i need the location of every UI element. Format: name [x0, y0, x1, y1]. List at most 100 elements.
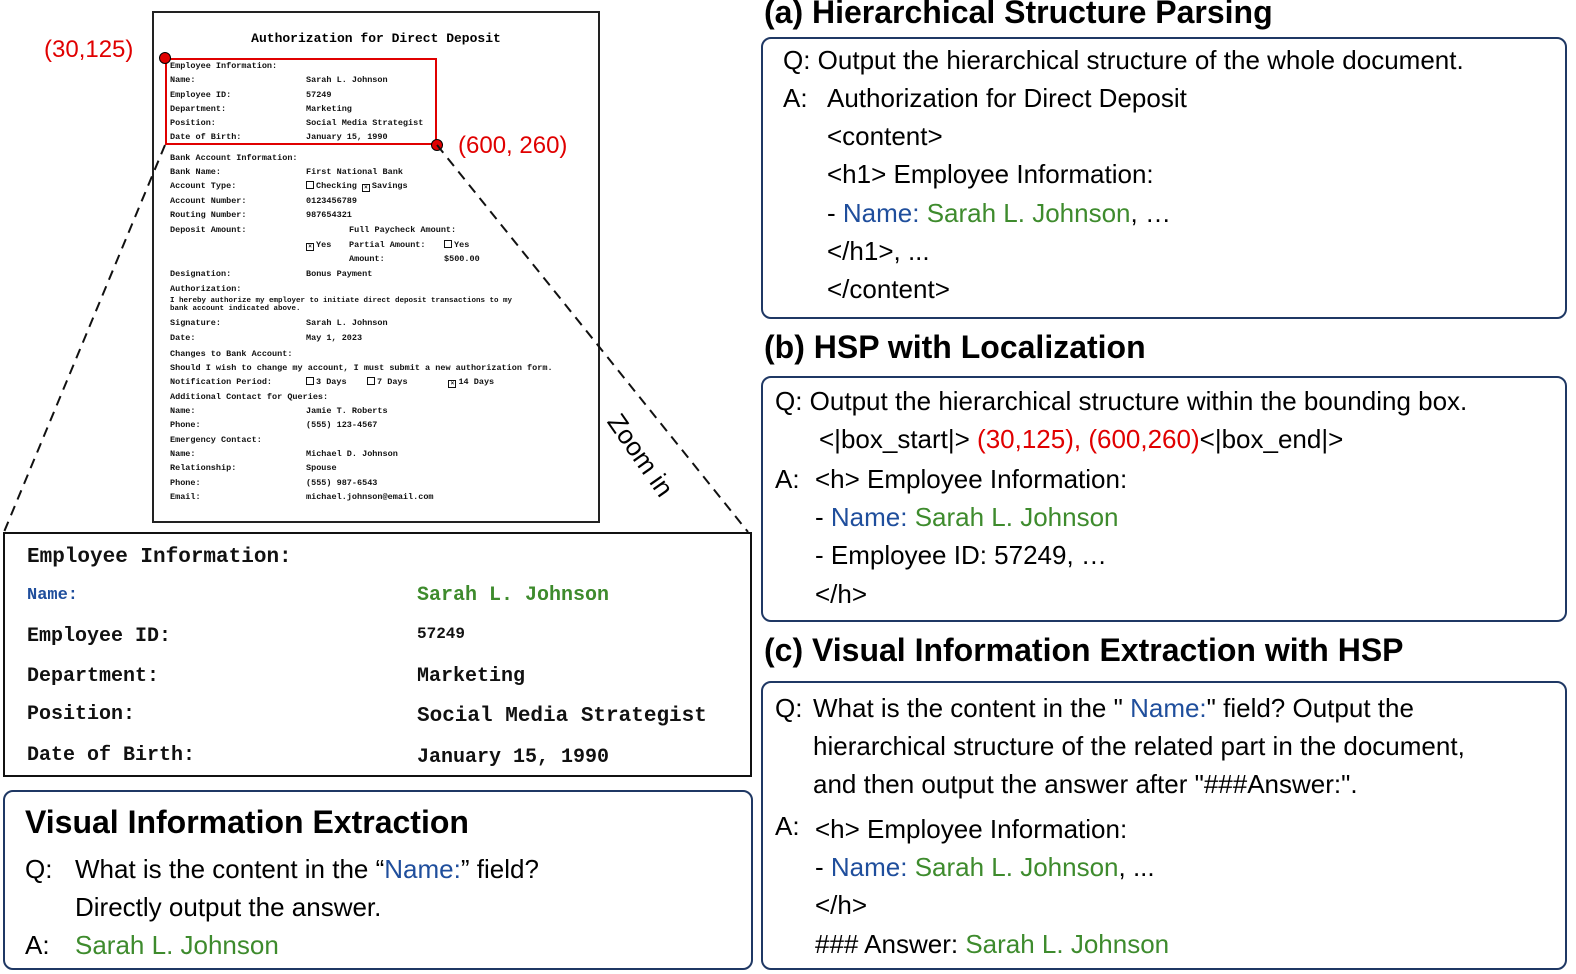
zoom-label: Department:	[27, 665, 160, 688]
doc-value: Checking	[316, 181, 357, 191]
checked-box-icon: ×	[361, 184, 370, 192]
panel-c-question-line2: hierarchical structure of the related pa…	[813, 731, 1465, 761]
doc-value: 3 Days	[316, 377, 347, 387]
document-thumbnail: Authorization for Direct Deposit Employe…	[152, 11, 600, 523]
question-text: " field? Output the	[1206, 693, 1414, 723]
panel-c-line: </h>	[815, 890, 868, 920]
checkbox-icon	[306, 181, 314, 189]
zoom-label: Position:	[27, 703, 136, 726]
panel-c-name-line: - Name: Sarah L. Johnson, ...	[815, 852, 1155, 883]
doc-label: Name:	[170, 406, 196, 416]
panel-c-question-line1: What is the content in the " Name:" fiel…	[813, 693, 1414, 724]
panel-a-line: </content>	[827, 274, 950, 304]
doc-value: Yes	[316, 240, 332, 250]
doc-value: michael.johnson@email.com	[306, 492, 434, 502]
zoom-label-name: Name:	[27, 586, 79, 605]
vie-q-prefix: Q:	[25, 854, 53, 884]
panel-b: Q: Output the hierarchical structure wit…	[761, 376, 1567, 622]
doc-paragraph: Should I wish to change my account, I mu…	[170, 363, 553, 373]
doc-label: Routing Number:	[170, 210, 247, 220]
doc-value: Partial Amount:	[349, 240, 426, 250]
doc-value: Michael D. Johnson	[306, 449, 398, 459]
name-value: Sarah L. Johnson	[914, 502, 1119, 532]
doc-value: $500.00	[444, 254, 480, 264]
panel-c-answer-line: ### Answer: Sarah L. Johnson	[815, 929, 1169, 960]
box-coords: (30,125), (600,260)	[977, 424, 1200, 454]
doc-value: 14 Days	[458, 377, 495, 387]
checked-box-icon: ×	[306, 243, 314, 251]
vie-a-prefix: A:	[25, 930, 50, 960]
doc-value: Yes	[444, 240, 469, 250]
panel-c-question-line3: and then output the answer after "###Ans…	[813, 769, 1358, 799]
vie-field-name: Name:	[384, 854, 461, 884]
doc-value: (555) 123-4567	[306, 420, 378, 430]
doc-label: Name:	[170, 75, 196, 85]
zoom-label: Date of Birth:	[27, 744, 196, 767]
doc-paragraph: bank account indicated above.	[170, 305, 301, 313]
doc-value: Spouse	[306, 463, 337, 473]
name-value: Sarah L. Johnson	[926, 198, 1131, 228]
doc-label: Date:	[170, 333, 196, 343]
name-label: Name:	[842, 198, 920, 228]
doc-label: Relationship:	[170, 463, 237, 473]
top-left-coordinate: (30,125)	[44, 36, 134, 63]
doc-label: Name:	[170, 449, 196, 459]
doc-label: Emergency Contact:	[170, 435, 262, 445]
panel-b-box-line: <|box_start|> (30,125), (600,260)<|box_e…	[819, 424, 1343, 455]
doc-value: May 1, 2023	[306, 333, 363, 343]
zoom-value: Social Media Strategist	[417, 705, 707, 728]
zoom-heading: Employee Information:	[27, 546, 292, 569]
dash: -	[827, 198, 843, 228]
bounding-box	[165, 58, 437, 145]
account-type-options: Checking ×Savings	[306, 181, 408, 192]
doc-label: Account Type:	[170, 181, 237, 191]
doc-value: Social Media Strategist	[306, 118, 424, 128]
doc-value: 987654321	[306, 210, 352, 220]
dash: -	[815, 502, 831, 532]
vie-panel: Visual Information Extraction Q: What is…	[3, 790, 753, 970]
question-text: What is the content in the "	[813, 693, 1131, 723]
name-value: Sarah L. Johnson	[914, 852, 1119, 882]
doc-value: Bonus Payment	[306, 269, 373, 279]
doc-label: Changes to Bank Account:	[170, 349, 293, 359]
checked-box-icon: ×	[448, 380, 457, 388]
vie-question: What is the content in the “Name:” field…	[75, 854, 539, 885]
doc-paragraph: I hereby authorize my employer to initia…	[170, 297, 513, 305]
field-name: Name:	[1130, 693, 1207, 723]
doc-value: Amount:	[349, 254, 385, 264]
vie-question-text: ” field?	[460, 854, 539, 884]
notification-options: 3 Days 7 Days ×14 Days	[306, 377, 494, 388]
doc-value: First National Bank	[306, 167, 403, 177]
panel-b-line: - Employee ID: 57249, …	[815, 540, 1107, 570]
doc-value: Sarah L. Johnson	[306, 318, 388, 328]
zoomed-region: Employee Information: Name: Sarah L. Joh…	[3, 532, 752, 777]
doc-label: Signature:	[170, 318, 222, 328]
panel-a-line: </h1>, ...	[827, 236, 930, 266]
doc-value: Savings	[371, 181, 408, 191]
doc-label: Phone:	[170, 478, 201, 488]
panel-a: Q: Output the hierarchical structure of …	[761, 37, 1567, 319]
doc-label: Bank Name:	[170, 167, 222, 177]
doc-value: 0123456789	[306, 196, 358, 206]
zoom-label: Employee ID:	[27, 625, 172, 648]
doc-label: Deposit Amount:	[170, 225, 247, 235]
answer-value: Sarah L. Johnson	[965, 929, 1170, 959]
panel-c-a-prefix: A:	[775, 811, 800, 841]
vie-title: Visual Information Extraction	[25, 804, 469, 840]
dash: -	[815, 852, 831, 882]
doc-value: Marketing	[306, 104, 352, 114]
doc-value: Sarah L. Johnson	[306, 75, 388, 85]
vie-answer: Sarah L. Johnson	[75, 930, 279, 960]
doc-label: Employee Information:	[170, 61, 278, 71]
panel-b-name-line: - Name: Sarah L. Johnson	[815, 502, 1119, 533]
panel-b-line: </h>	[815, 579, 868, 609]
doc-label: Additional Contact for Queries:	[170, 392, 329, 402]
zoom-lines	[3, 144, 749, 533]
doc-value: 7 Days	[377, 377, 408, 387]
doc-label: Designation:	[170, 269, 232, 279]
panel-a-question: Q: Output the hierarchical structure of …	[783, 45, 1464, 75]
doc-label: Notification Period:	[170, 377, 273, 387]
doc-label: Phone:	[170, 420, 201, 430]
bottom-right-coordinate: (600, 260)	[458, 132, 568, 159]
document-title: Authorization for Direct Deposit	[251, 31, 501, 46]
